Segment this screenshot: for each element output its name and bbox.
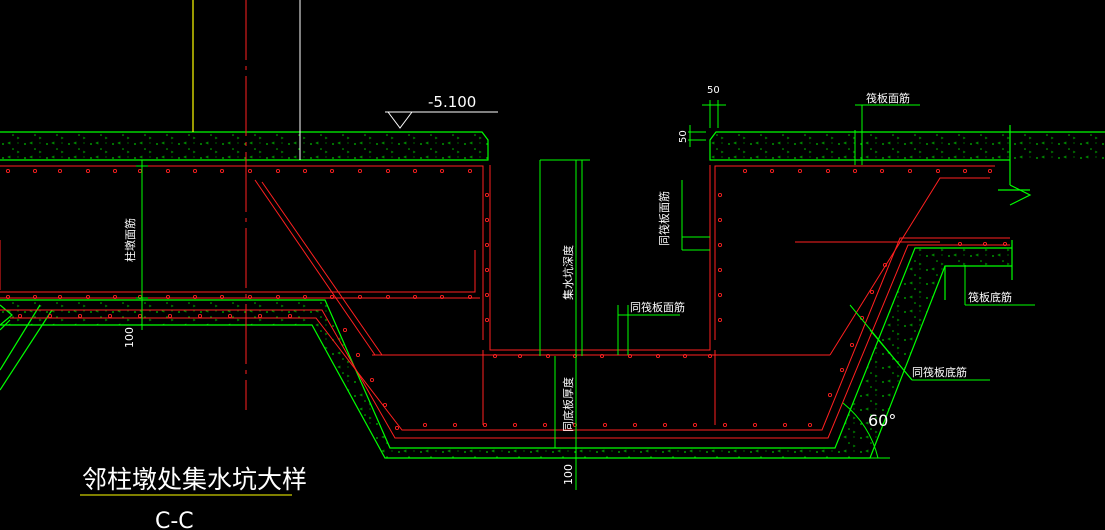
dim-50-top-label: 50 xyxy=(707,85,720,96)
same-raft-top-rebar-label-b: 同筏板面筋 xyxy=(657,191,671,246)
column-lines xyxy=(192,0,301,410)
section-label: C-C xyxy=(155,509,194,530)
concrete-outline xyxy=(0,125,1105,459)
angle-label: 60° xyxy=(868,411,896,430)
raft-bottom-rebar-label: 筏板底筋 xyxy=(968,290,1012,304)
dimension-lines xyxy=(80,100,1035,496)
raft-top-rebar-label: 筏板面筋 xyxy=(866,91,910,105)
pier-top-rebar-label: 柱墩面筋 xyxy=(123,218,137,262)
drawing-title: 邻柱墩处集水坑大样 xyxy=(82,465,307,494)
same-raft-bottom-rebar-label: 同筏板底筋 xyxy=(912,365,967,379)
dim-100-left-label: 100 xyxy=(123,327,136,348)
labels: -5.100 50 50 筏板面筋 筏板底筋 同筏板面筋 同筏板面筋 同筏板底筋… xyxy=(82,85,1012,530)
rebar-lines xyxy=(0,165,1010,439)
dim-50-side-label: 50 xyxy=(678,130,689,143)
same-raft-top-rebar-label-a: 同筏板面筋 xyxy=(630,300,685,314)
same-bottom-thickness-label: 同底板厚度 xyxy=(561,377,575,432)
rebar-dots xyxy=(5,168,1008,431)
concrete-hatch xyxy=(0,132,1105,458)
elevation-label: -5.100 xyxy=(428,93,476,111)
pit-depth-label: 集水坑深度 xyxy=(561,245,575,300)
dim-100-bottom-label: 100 xyxy=(562,464,575,485)
